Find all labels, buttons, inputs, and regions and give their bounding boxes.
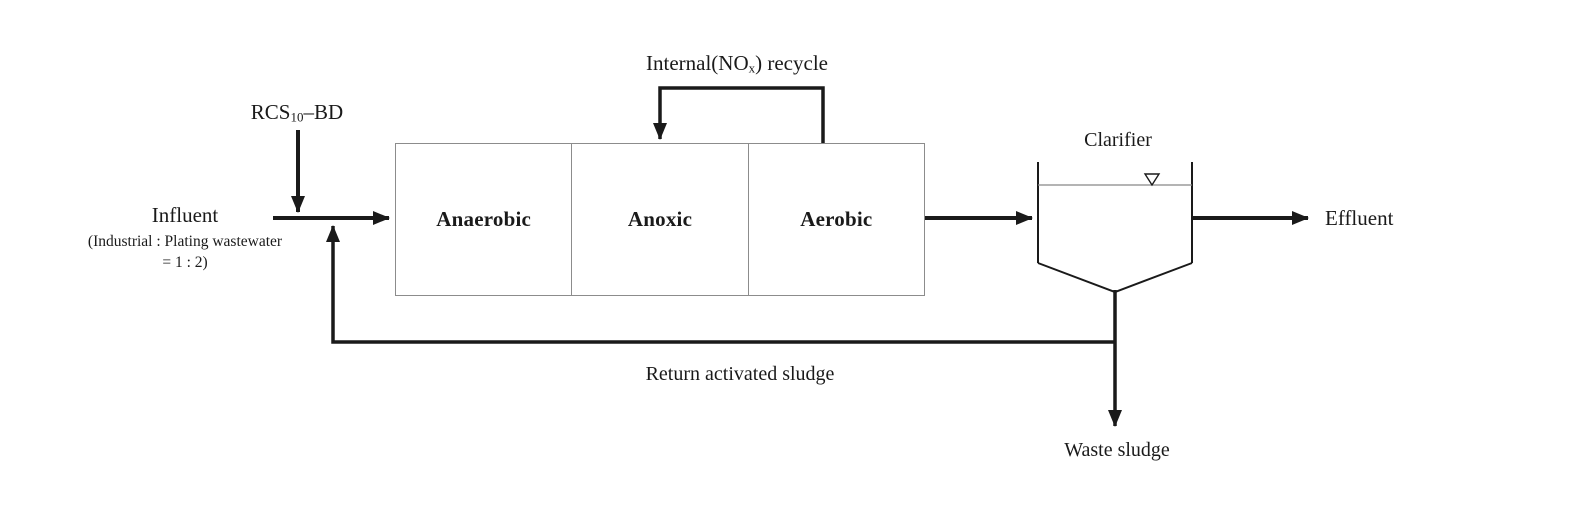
rcs-label-pre: RCS: [250, 100, 291, 124]
reactor-anaerobic: Anaerobic: [396, 144, 571, 295]
effluent-label: Effluent: [1325, 206, 1394, 230]
rcs-label-post: –BD: [303, 100, 344, 124]
influent-detail-line1: (Industrial : Plating wastewater: [87, 233, 283, 250]
internal-recycle-pre: Internal(NO: [646, 51, 749, 75]
internal-recycle-label: Internal(NOx) recycle: [607, 51, 867, 80]
return-sludge-arrow: [326, 225, 1116, 344]
reactor-train: Anaerobic Anoxic Aerobic: [395, 143, 925, 296]
internal-recycle-sub: x: [748, 60, 756, 76]
clarifier-walls: [1037, 162, 1193, 263]
water-level-icon: [1143, 173, 1161, 187]
influent-label: Influent (Industrial : Plating wastewate…: [65, 203, 305, 273]
return-activated-sludge-label: Return activated sludge: [645, 363, 835, 385]
influent-detail-line2: = 1 : 2): [162, 254, 208, 271]
waste-sludge-label: Waste sludge: [1064, 439, 1170, 461]
clarifier-hopper: [1037, 262, 1193, 294]
reactor-aerobic: Aerobic: [747, 144, 924, 295]
influent-title: Influent: [151, 203, 219, 227]
internal-recycle-post: ) recycle: [755, 51, 828, 75]
clarifier-shape: [1037, 162, 1193, 294]
internal-recycle-arrow: [653, 86, 825, 144]
reactor-aerobic-label: Aerobic: [800, 207, 873, 231]
reactor-anaerobic-label: Anaerobic: [436, 207, 532, 231]
reactor-anoxic: Anoxic: [571, 144, 747, 295]
clarifier-label: Clarifier: [1084, 129, 1152, 151]
reactor-anoxic-label: Anoxic: [627, 207, 693, 231]
rcs-dosing-label: RCS10–BD: [217, 100, 377, 129]
rcs-label-sub: 10: [290, 109, 304, 125]
